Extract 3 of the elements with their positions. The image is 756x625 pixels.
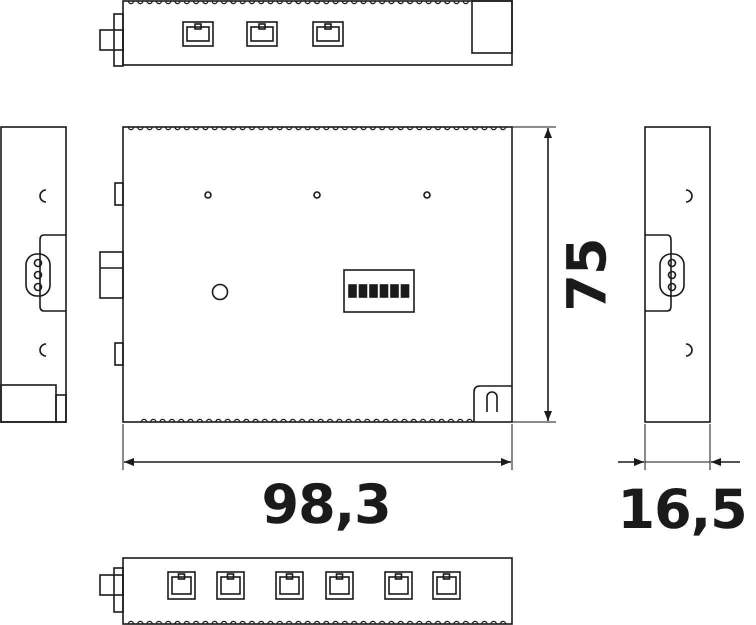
dimension-label: 16,5	[618, 483, 747, 537]
dimension-label: 75	[560, 238, 614, 312]
dimension-label: 98,3	[262, 478, 391, 532]
